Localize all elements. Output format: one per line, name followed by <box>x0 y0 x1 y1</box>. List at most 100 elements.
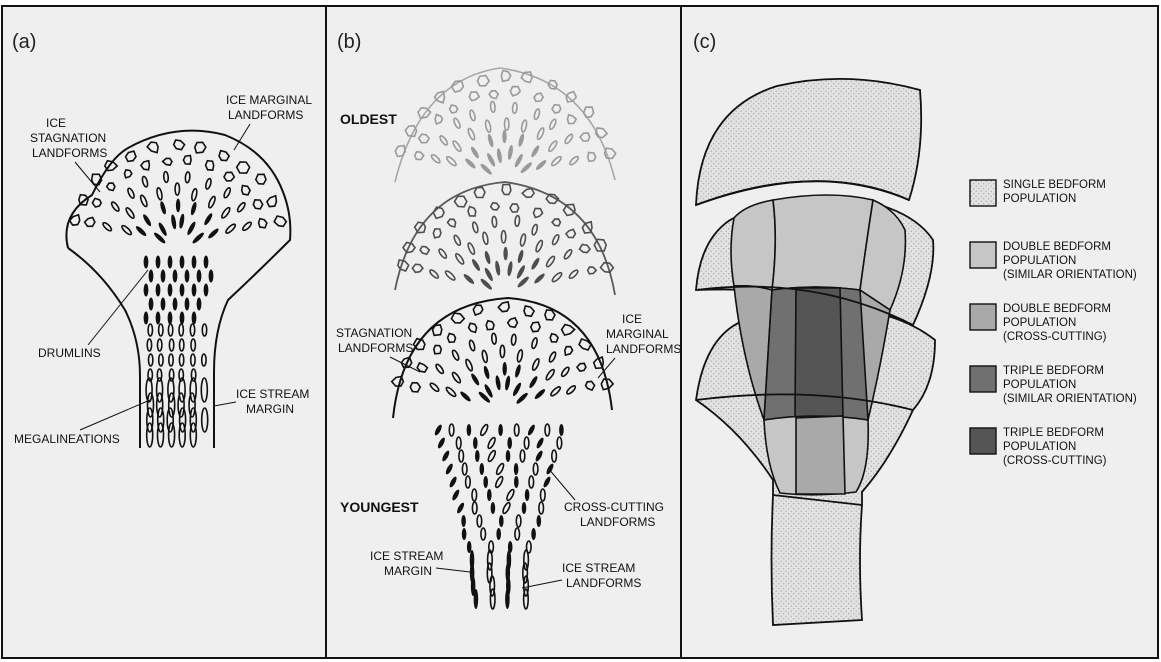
light-swatch-icon <box>970 242 996 268</box>
drumlin-mark <box>180 256 185 269</box>
ice-stream-lineation <box>487 489 492 501</box>
panel-a-letter: (a) <box>12 31 36 53</box>
ice-stream-lineation <box>559 424 564 436</box>
ice-stream-lineation <box>537 515 542 527</box>
ice-stream-lineation <box>474 589 479 609</box>
zone-double-similar-left <box>731 200 775 290</box>
drumlin-mark <box>197 298 202 311</box>
drumlin-mark <box>176 199 180 213</box>
drumlin-mark <box>192 256 197 269</box>
label-ice: ICE <box>46 116 66 130</box>
ice-stream-lineation <box>499 515 504 527</box>
ice-stream-lineation <box>525 489 530 501</box>
dotted-swatch-icon <box>970 180 996 206</box>
drumlin-mark <box>144 312 149 325</box>
drumlin-mark <box>149 298 154 311</box>
label-ice-stream-line1: ICE STREAM <box>236 387 309 401</box>
label-drumlins: DRUMLINS <box>38 346 101 360</box>
darkest-swatch-icon <box>970 428 996 454</box>
ice-stream-lineation <box>475 450 480 462</box>
ice-stream-lineation <box>514 476 519 488</box>
drumlin-mark <box>156 312 161 325</box>
ice-stream-lineation <box>506 450 511 462</box>
ice-stream-lineation <box>531 528 536 540</box>
ice-stream-lineation <box>498 424 503 436</box>
label-b-landforms-line1: ICE STREAM <box>562 561 635 575</box>
legend-text-line: DOUBLE BEDFORM <box>1003 241 1111 253</box>
drumlin-mark <box>168 312 173 325</box>
label-b-landforms-line2: LANDFORMS <box>566 576 641 590</box>
legend-text-line: TRIPLE BEDFORM <box>1003 365 1104 377</box>
label-oldest: OLDEST <box>340 111 397 127</box>
legend-text-line: POPULATION <box>1003 255 1076 267</box>
drumlin-mark <box>192 312 197 325</box>
label-stagnation-line1: STAGNATION <box>30 131 106 145</box>
label-b-marginal-line1: MARGINAL <box>606 327 669 341</box>
ice-stream-lineation <box>461 515 466 527</box>
drumlin-mark <box>503 362 507 376</box>
legend-text-line: (CROSS-CUTTING) <box>1003 455 1107 467</box>
ice-stream-lineation <box>467 541 472 553</box>
drumlin-mark <box>185 270 190 283</box>
drumlin-mark <box>204 256 209 269</box>
label-b-margin-line2: MARGIN <box>384 564 432 578</box>
label-ice-marginal-line2: LANDFORMS <box>228 108 303 122</box>
ice-stream-lineation <box>491 502 496 514</box>
drumlin-mark <box>144 284 149 297</box>
zone-double-cross-lower <box>796 416 845 494</box>
legend-text-line: (SIMILAR ORIENTATION) <box>1003 269 1137 281</box>
drumlin-mark <box>180 312 185 325</box>
legend-text-line: TRIPLE BEDFORM <box>1003 427 1104 439</box>
ice-stream-lineation <box>462 528 467 540</box>
ice-stream-lineation <box>473 437 478 449</box>
drumlin-mark <box>204 284 209 297</box>
label-megalineations: MEGALINEATIONS <box>14 432 120 446</box>
drumlin-mark <box>173 298 178 311</box>
legend-text-line: DOUBLE BEDFORM <box>1003 303 1111 315</box>
legend-text-line: POPULATION <box>1003 441 1076 453</box>
legend-text-line: SINGLE BEDFORM <box>1003 179 1106 191</box>
label-b-stagnation-line1: STAGNATION <box>336 326 412 340</box>
ice-stream-lineation <box>514 463 519 475</box>
zone-triple-cross <box>795 288 843 418</box>
legend-text-line: POPULATION <box>1003 193 1076 205</box>
drumlin-mark <box>156 284 161 297</box>
label-cross-cutting-line1: CROSS-CUTTING <box>564 500 664 514</box>
ice-stream-lineation <box>505 589 510 609</box>
dark-swatch-icon <box>970 366 996 392</box>
drumlin-mark <box>192 284 197 297</box>
legend-text-line: POPULATION <box>1003 317 1076 329</box>
drumlin-mark <box>173 270 178 283</box>
drumlin-mark <box>168 284 173 297</box>
medium-swatch-icon <box>970 304 996 330</box>
drumlin-mark <box>156 256 161 269</box>
drumlin-mark <box>180 284 185 297</box>
drumlin-mark <box>149 270 154 283</box>
label-cross-cutting-line2: LANDFORMS <box>580 515 655 529</box>
ice-stream-lineation <box>496 528 501 540</box>
label-b-ice: ICE <box>622 312 642 326</box>
drumlin-mark <box>168 256 173 269</box>
panel-b-letter: (b) <box>337 31 361 53</box>
zone-double-similar-center <box>772 195 873 290</box>
label-stagnation-line2: LANDFORMS <box>32 146 107 160</box>
legend-text-line: (CROSS-CUTTING) <box>1003 331 1107 343</box>
ice-stream-lineation <box>480 463 485 475</box>
drumlin-mark <box>209 270 214 283</box>
drumlin-mark <box>197 270 202 283</box>
ice-stream-lineation <box>467 424 472 436</box>
ice-stream-lineation <box>522 502 527 514</box>
label-youngest: YOUNGEST <box>340 499 419 515</box>
drumlin-mark <box>144 256 149 269</box>
label-b-marginal-line2: LANDFORMS <box>606 342 681 356</box>
label-b-margin-line1: ICE STREAM <box>370 549 443 563</box>
drumlin-mark <box>185 298 190 311</box>
panel-c-letter: (c) <box>693 31 716 53</box>
label-ice-marginal-line1: ICE MARGINAL <box>226 93 312 107</box>
drumlin-mark <box>503 247 507 261</box>
drumlin-mark <box>161 298 166 311</box>
legend-text-line: POPULATION <box>1003 379 1076 391</box>
ice-stream-lineation <box>483 476 488 488</box>
drumlin-mark <box>161 270 166 283</box>
